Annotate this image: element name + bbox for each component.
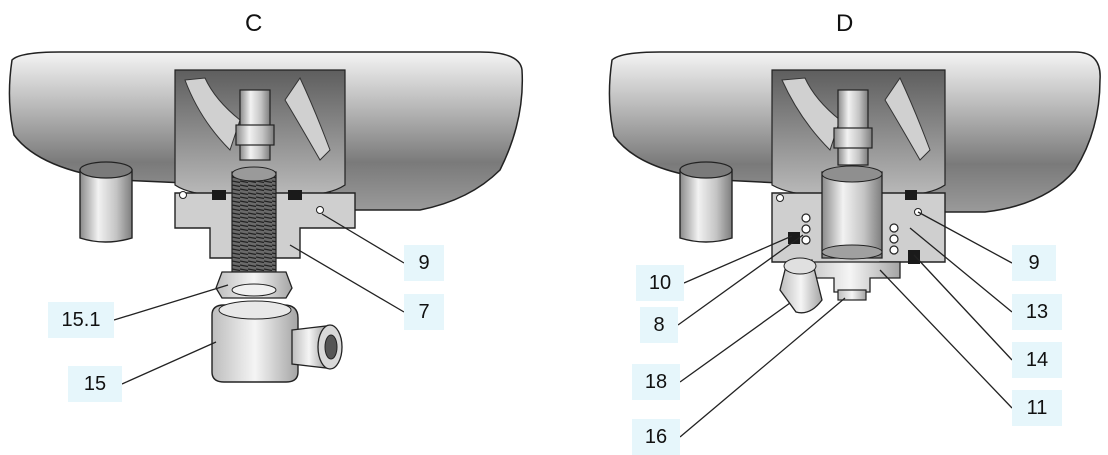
d-seal-right — [908, 250, 920, 264]
view-d-drawing — [608, 51, 1101, 314]
view-c-leaders — [113, 213, 405, 385]
c-elbow-body — [211, 304, 299, 383]
c-stem-nut — [235, 124, 275, 146]
leader-d-18 — [679, 302, 791, 383]
c-inner-vane-right — [284, 76, 331, 161]
view-c-drawing — [8, 51, 524, 383]
d-inner-vane-left — [781, 77, 841, 151]
d-side-fitting-end — [783, 257, 817, 275]
c-seal-right — [288, 190, 302, 200]
leader-d-13 — [909, 227, 1013, 313]
callout-c-15: 15 — [68, 366, 122, 402]
callout-c-9: 9 — [404, 245, 444, 281]
leader-d-8 — [677, 234, 804, 326]
leader-d-16 — [679, 297, 846, 438]
view-title-c: C — [245, 10, 263, 37]
c-elbow-top — [218, 300, 292, 320]
callout-d-13: 13 — [1012, 294, 1062, 330]
d-spring-right — [889, 223, 899, 255]
c-lock-nut-top — [231, 283, 277, 297]
leader-c-7 — [289, 244, 405, 313]
d-seal-top — [905, 190, 917, 200]
d-side-fitting — [779, 259, 823, 314]
d-piston-top — [821, 165, 883, 183]
c-oring-right — [316, 206, 324, 214]
callout-d-9: 9 — [1012, 245, 1056, 281]
c-seal-left — [212, 190, 226, 200]
callout-d-10: 10 — [636, 265, 684, 301]
callout-d-8: 8 — [640, 307, 678, 343]
c-oring-left — [179, 191, 187, 199]
c-threaded-rod — [231, 171, 277, 285]
leader-d-9 — [917, 211, 1013, 264]
leader-c-15 — [121, 341, 217, 385]
d-inner-vane-right — [884, 76, 931, 161]
d-drain-nipple — [837, 289, 867, 301]
leader-d-14 — [913, 254, 1013, 361]
callout-d-14: 14 — [1012, 342, 1062, 378]
d-piston-bottom — [821, 244, 883, 260]
view-title-d: D — [836, 10, 854, 37]
c-threaded-rod-top — [231, 166, 277, 182]
d-oring-left — [776, 194, 784, 202]
leader-d-11 — [879, 269, 1013, 409]
d-spring-left — [801, 213, 811, 245]
callout-d-11: 11 — [1012, 390, 1062, 426]
d-outlet-pipe — [679, 169, 733, 243]
leader-c-9 — [321, 213, 405, 264]
c-inner-vane-left — [184, 77, 241, 151]
callout-d-18: 18 — [632, 364, 680, 400]
view-d-leaders — [677, 211, 1013, 438]
d-stem-nut — [833, 127, 873, 149]
d-outlet-pipe-rim — [679, 161, 733, 179]
callout-d-16: 16 — [632, 419, 680, 455]
c-outlet-pipe-rim — [79, 161, 133, 179]
c-outlet-pipe — [79, 169, 133, 243]
d-seal-left — [788, 232, 800, 244]
leader-d-10 — [683, 235, 793, 284]
callout-c-15-1: 15.1 — [48, 302, 114, 338]
leader-c-15-1 — [113, 284, 229, 321]
callout-c-7: 7 — [404, 294, 444, 330]
c-elbow-outlet-bore — [324, 334, 338, 360]
